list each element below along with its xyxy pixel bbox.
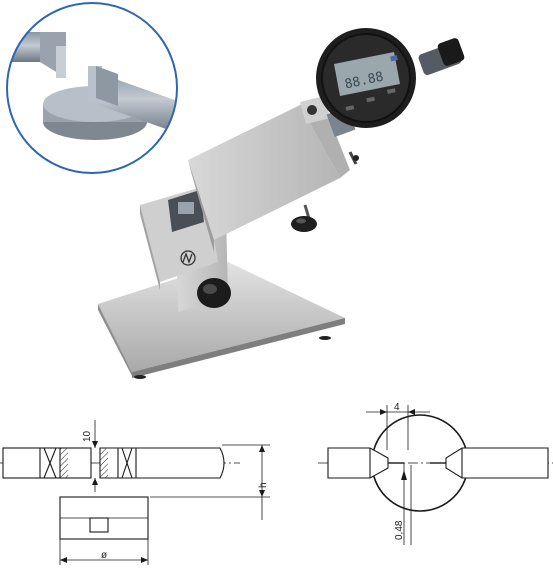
dim-label-h: h xyxy=(258,482,269,488)
clamp-screw-icon xyxy=(291,204,317,232)
base-plate xyxy=(98,262,345,372)
inset-detail xyxy=(6,2,178,174)
dial-button xyxy=(390,55,398,62)
lcd-display xyxy=(334,52,400,96)
left-rod xyxy=(2,447,92,479)
right-rod xyxy=(99,447,225,479)
drawing-right xyxy=(318,405,553,545)
brand-logo-icon xyxy=(180,250,196,266)
dial-indicator: 88.88 xyxy=(316,28,465,138)
dim-label-4: 4 xyxy=(394,402,400,413)
dim-label-0-48: 0,48 xyxy=(394,520,405,540)
gauge-instrument: 88.88 xyxy=(98,28,465,379)
adjust-knob-icon xyxy=(197,278,231,308)
right-left-rod xyxy=(327,447,389,479)
drawing-left xyxy=(0,420,270,565)
right-right-rod xyxy=(445,447,549,479)
dim-label-10: 10 xyxy=(82,430,93,442)
inset-ring xyxy=(6,2,178,174)
dim-label-diameter: ø xyxy=(101,550,107,561)
main-housing xyxy=(188,105,340,240)
